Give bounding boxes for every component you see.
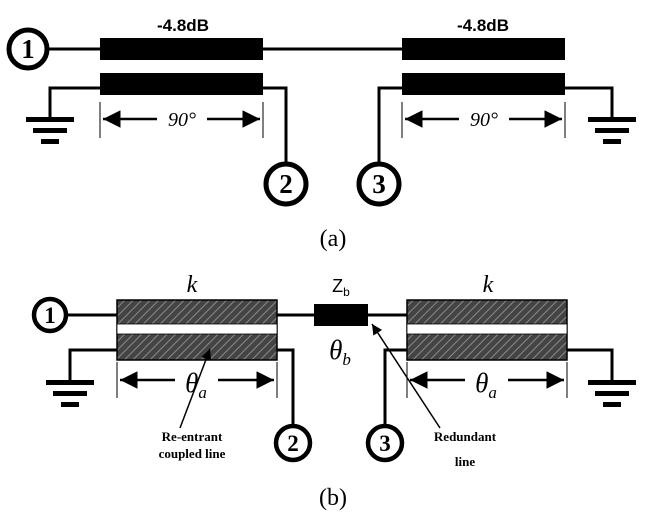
right-coupler-top-strip xyxy=(402,38,565,60)
redundant-length-label: θb xyxy=(329,335,351,369)
redundant-line-element xyxy=(314,304,368,326)
left-ground-wire-b xyxy=(68,348,117,380)
annotation-redundant-line1: Redundant xyxy=(434,429,497,444)
right-coupler-bottom-strip xyxy=(402,73,565,95)
redundant-pointer xyxy=(371,323,441,429)
port-3-b: 3 xyxy=(365,423,405,463)
right-reentrant-coupled-line xyxy=(406,299,568,361)
reentrant-pointer xyxy=(179,348,212,429)
port-2-b-number: 2 xyxy=(287,431,299,456)
port-2-a-number: 2 xyxy=(279,169,293,199)
port-1-b-number: 1 xyxy=(44,303,56,328)
left-length-label-b: θa xyxy=(185,368,207,402)
left-reentrant-coupled-line xyxy=(116,299,278,361)
right-length-label-b: θa xyxy=(475,368,497,402)
left-length-label-a: 90° xyxy=(168,109,196,131)
port-3-a-number: 3 xyxy=(372,169,386,199)
right-ground-wire-b xyxy=(567,348,614,380)
port-3-b-number: 3 xyxy=(379,431,391,456)
left-coupler-label: -4.8dB xyxy=(157,16,209,35)
port-1-a: 1 xyxy=(6,27,50,71)
ground-symbol-left-b xyxy=(46,380,94,407)
annotation-redundant-line2: line xyxy=(455,454,475,469)
caption-b: (b) xyxy=(319,485,347,511)
diagram-b: k k Zb 1 θb xyxy=(31,272,636,511)
port-1-b: 1 xyxy=(31,296,69,334)
port-1-a-number: 1 xyxy=(21,34,35,64)
port-3-wire-a xyxy=(377,86,402,163)
port-3-a: 3 xyxy=(356,161,402,207)
right-length-label-a: 90° xyxy=(470,109,498,131)
right-ground-wire-a xyxy=(565,86,614,117)
right-coupling-label: k xyxy=(483,272,494,298)
ground-symbol-left-a xyxy=(26,117,74,144)
diagram-a: -4.8dB -4.8dB 1 xyxy=(6,16,636,252)
caption-a: (a) xyxy=(320,226,347,252)
port-3-wire-b xyxy=(383,348,407,425)
ground-symbol-right-b xyxy=(588,380,636,407)
annotation-reentrant-line1: Re-entrant xyxy=(162,429,223,444)
left-coupling-label: k xyxy=(187,272,198,298)
left-coupler-top-strip xyxy=(100,38,263,60)
port-2-a: 2 xyxy=(263,161,309,207)
port-2-wire-a xyxy=(263,86,288,163)
port-2-b: 2 xyxy=(273,423,313,463)
left-coupler-bottom-strip xyxy=(100,73,263,95)
ground-symbol-right-a xyxy=(588,117,636,144)
port-2-wire-b xyxy=(277,348,295,425)
left-ground-wire-a xyxy=(48,86,100,117)
annotation-reentrant-line2: coupled line xyxy=(159,446,226,461)
right-coupler-label: -4.8dB xyxy=(457,16,509,35)
redundant-impedance-label: Zb xyxy=(332,276,350,299)
